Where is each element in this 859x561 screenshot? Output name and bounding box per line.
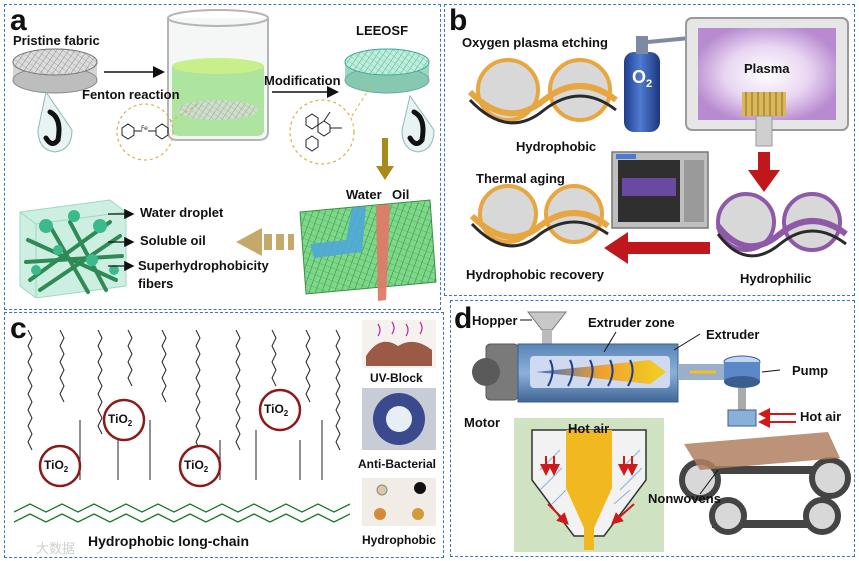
panel-d-label: d [454,302,473,335]
label-o2-main: O [632,67,647,87]
label-pristine-fabric: Pristine fabric [13,33,100,48]
panel-c-label: c [10,312,27,345]
label-oil: Oil [392,187,410,202]
modification-molecule-circle [289,99,355,165]
plasma-chamber [685,17,849,147]
tio2-label-2: TiO2 [44,459,68,474]
label-hydrophobic-long-chain: Hydrophobic long-chain [88,533,249,549]
uv-block-image [362,320,436,368]
label-plasma: Plasma [744,61,790,76]
nozzle-inset [514,418,664,552]
tio2-label-1-main: TiO [108,412,128,426]
tio2-label-4-main: TiO [264,402,284,416]
motor [472,343,519,401]
gold-left-arrow [236,228,294,256]
tio2-label-2-main: TiO [44,458,64,472]
label-motor: Motor [464,415,501,430]
label-o2: O2 [632,68,652,90]
label-hydrophilic: Hydrophilic [740,271,812,286]
pristine-fabric-disc [12,48,98,94]
thermal-oven [611,151,709,229]
legend-fibers: fibers [138,276,174,291]
label-o2-sub: 2 [646,78,653,90]
fenton-molecule: Fe [121,123,169,140]
tio2-label-4: TiO2 [264,403,288,418]
fiber-wave-recovery [469,184,610,248]
panel-d [450,300,855,557]
separation-fabric-block [299,199,437,301]
panel-b-label: b [449,4,468,37]
hot-air-arrows [758,408,796,428]
label-pump: Pump [792,363,829,378]
label-hopper: Hopper [472,313,518,328]
tio2-label-3-main: TiO [184,458,204,472]
label-extruder: Extruder [706,327,760,342]
label-thermal-aging: Thermal aging [476,171,565,186]
label-fenton-reaction: Fenton reaction [82,87,180,102]
modification-molecule [305,111,342,152]
panel-b [444,4,855,296]
red-down-arrow [748,152,780,192]
leeosf-disc [344,48,430,94]
label-modification: Modification [264,73,341,88]
label-nonwovens: Nonwovens [648,491,721,506]
cellulose-backbone [13,503,351,523]
label-hydrophobic-image: Hydrophobic [362,533,436,547]
label-hot-air-inner: Hot air [568,421,610,436]
legend-water-droplet: Water droplet [140,205,224,220]
fiber-wave-hydrophilic [715,192,848,258]
anti-bacterial-image [362,388,436,450]
pristine-droplet-icon [37,90,73,153]
svg-text:Fe: Fe [141,125,148,132]
tio2-label-4-sub: 2 [283,409,289,418]
legend-soluble-oil: Soluble oil [140,233,206,248]
panel-d-pointers [520,319,781,495]
watermark: 大数据 [36,542,76,557]
fenton-molecule-circle [116,103,174,161]
tio2-label-1: TiO2 [108,413,132,428]
panel-a-label: a [10,4,27,37]
gold-down-arrow [376,138,394,180]
label-oxygen-plasma-etching: Oxygen plasma etching [462,35,608,50]
label-hydrophobic-recovery: Hydrophobic recovery [466,267,604,282]
label-water: Water [346,187,382,202]
tio2-particles [38,388,302,488]
legend-pointers [108,208,135,272]
label-hydrophobic-top: Hydrophobic [516,139,597,154]
panel-a [4,4,441,310]
fiber-wave-hydrophobic [467,58,618,125]
label-leeosf: LEEOSF [356,23,409,38]
pump [723,355,761,427]
leeosf-droplet-icon [401,94,435,153]
tio2-label-3-sub: 2 [203,465,209,474]
tio2-label-3: TiO2 [184,459,208,474]
conveyor [679,432,851,535]
o2-cylinder [624,36,691,132]
label-extruder-zone: Extruder zone [588,315,675,330]
label-hot-air-right: Hot air [800,409,842,424]
hydrophobic-image [362,478,436,526]
panel-c [4,312,444,558]
tio2-label-1-sub: 2 [127,419,133,428]
red-left-arrow [604,232,710,264]
tio2-label-2-sub: 2 [63,465,69,474]
legend-superhydrophobicity: Superhydrophobicity [138,258,269,273]
label-uv-block: UV-Block [370,371,423,385]
beaker [167,9,269,141]
extruder-barrel [517,343,726,403]
label-anti-bacterial: Anti-Bacterial [358,457,437,471]
fiber-cube [19,199,127,299]
hopper [526,311,568,344]
